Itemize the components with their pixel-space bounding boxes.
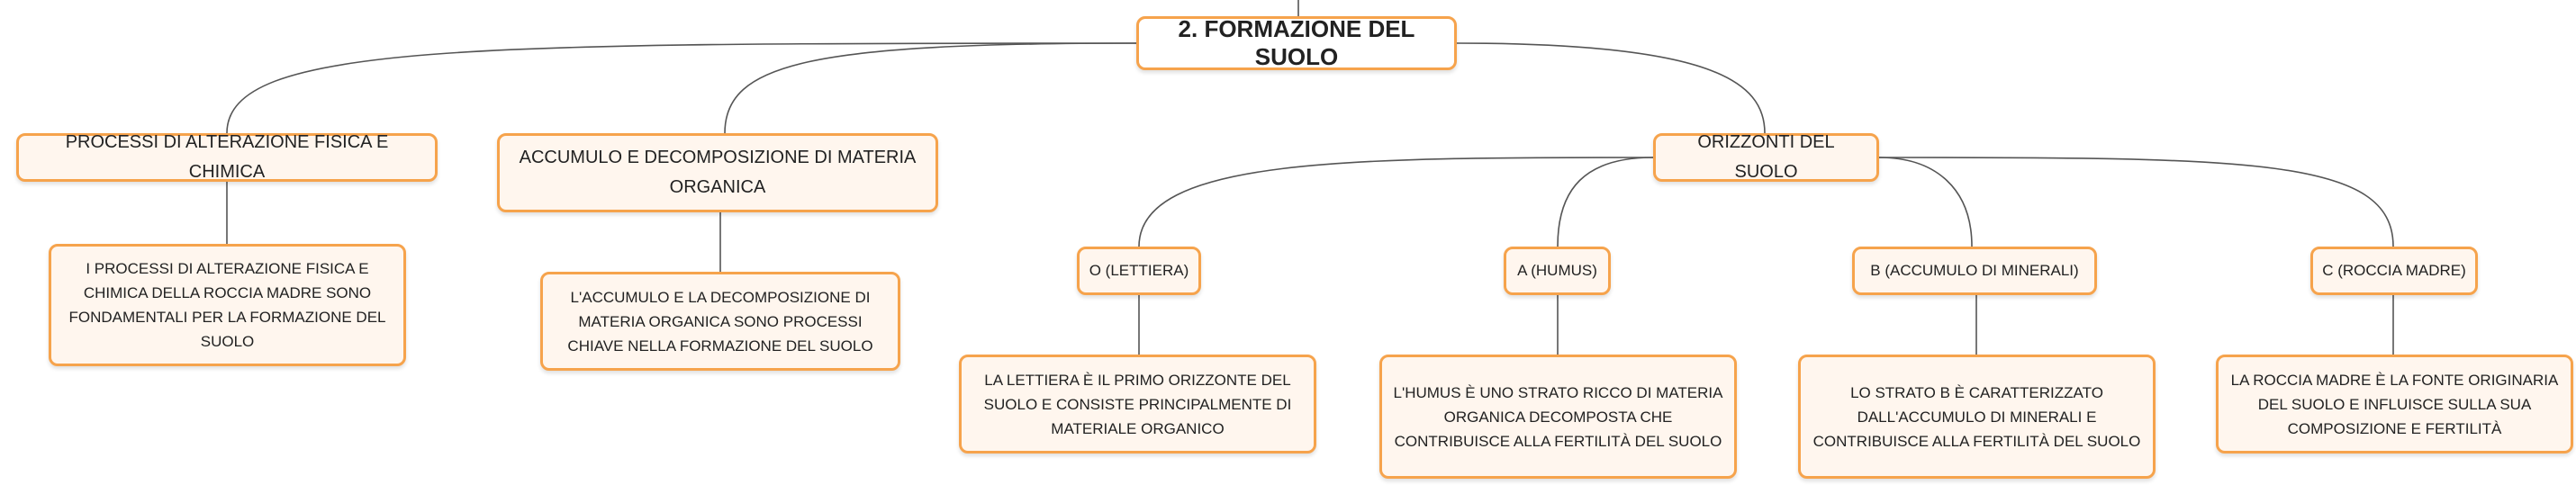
horizon-o-lettiera[interactable]: O (LETTIERA) <box>1077 247 1201 295</box>
link-orizzonti-b <box>1878 157 1973 247</box>
link-root-orizzonti <box>1456 42 1766 134</box>
link-orizzonti-o <box>1138 157 1654 247</box>
topic-label: PROCESSI DI ALTERAZIONE FISICA E CHIMICA <box>65 132 389 182</box>
detail-text: L'ACCUMULO E LA DECOMPOSIZIONE DI MATERI… <box>567 288 873 355</box>
detail-text: LO STRATO B È CARATTERIZZATO DALL'ACCUMU… <box>1812 383 2141 450</box>
topic-accumulo-decomposizione[interactable]: ACCUMULO E DECOMPOSIZIONE DI MATERIA ORG… <box>497 133 938 212</box>
topic-orizzonti-suolo[interactable]: ORIZZONTI DEL SUOLO <box>1653 132 1879 182</box>
root-topic-label: 2. FORMAZIONE DEL SUOLO <box>1178 15 1415 70</box>
horizon-label: A (HUMUS) <box>1517 262 1597 279</box>
detail-accumulo-decomposizione[interactable]: L'ACCUMULO E LA DECOMPOSIZIONE DI MATERI… <box>540 272 900 371</box>
detail-a-humus[interactable]: L'HUMUS È UNO STRATO RICCO DI MATERIA OR… <box>1379 355 1737 479</box>
topic-label: ORIZZONTI DEL SUOLO <box>1697 132 1835 182</box>
horizon-a-humus[interactable]: A (HUMUS) <box>1504 247 1611 295</box>
detail-o-lettiera[interactable]: LA LETTIERA È IL PRIMO ORIZZONTE DEL SUO… <box>959 355 1316 454</box>
horizon-label: B (ACCUMULO DI MINERALI) <box>1870 262 2079 279</box>
horizon-label: O (LETTIERA) <box>1089 262 1189 279</box>
detail-text: LA LETTIERA È IL PRIMO ORIZZONTE DEL SUO… <box>983 371 1292 437</box>
link-orizzonti-c <box>1878 157 2394 247</box>
detail-processi-alterazione[interactable]: I PROCESSI DI ALTERAZIONE FISICA E CHIMI… <box>49 244 406 366</box>
horizon-c-roccia-madre[interactable]: C (ROCCIA MADRE) <box>2310 247 2478 295</box>
detail-text: L'HUMUS È UNO STRATO RICCO DI MATERIA OR… <box>1393 383 1723 450</box>
detail-text: I PROCESSI DI ALTERAZIONE FISICA E CHIMI… <box>68 260 386 350</box>
link-root-accumulo <box>724 42 1137 134</box>
topic-processi-alterazione[interactable]: PROCESSI DI ALTERAZIONE FISICA E CHIMICA <box>16 132 438 182</box>
link-orizzonti-a <box>1557 157 1654 247</box>
root-topic[interactable]: 2. FORMAZIONE DEL SUOLO <box>1136 15 1457 70</box>
detail-c-roccia-madre[interactable]: LA ROCCIA MADRE È LA FONTE ORIGINARIA DE… <box>2216 355 2573 454</box>
detail-text: LA ROCCIA MADRE È LA FONTE ORIGINARIA DE… <box>2230 371 2559 437</box>
topic-label: ACCUMULO E DECOMPOSIZIONE DI MATERIA ORG… <box>519 148 917 197</box>
link-root-processi <box>226 42 1137 134</box>
detail-b-accumulo-minerali[interactable]: LO STRATO B È CARATTERIZZATO DALL'ACCUMU… <box>1798 355 2156 479</box>
horizon-label: C (ROCCIA MADRE) <box>2322 262 2466 279</box>
horizon-b-accumulo-minerali[interactable]: B (ACCUMULO DI MINERALI) <box>1852 247 2097 295</box>
